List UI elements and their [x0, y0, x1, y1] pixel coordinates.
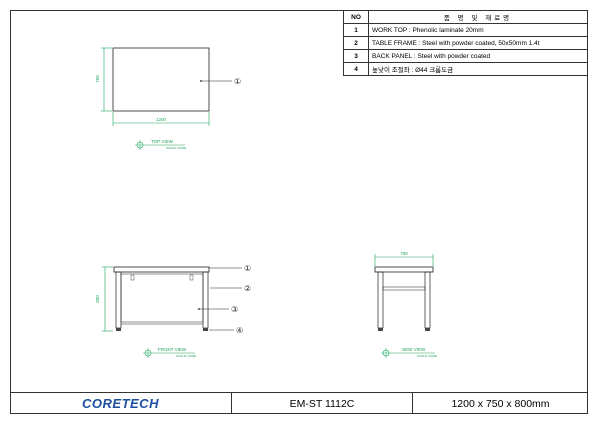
- top-view-depth-label: 750: [95, 75, 100, 83]
- company-logo: CORETECH: [10, 393, 232, 414]
- top-view-sub: SCALE: NONE: [166, 146, 186, 150]
- model-number: EM-ST 1112C: [232, 393, 413, 414]
- front-view-sub: SCALE: NONE: [176, 354, 196, 358]
- front-view-back-panel: [120, 273, 204, 323]
- top-view-leader-dot: [200, 80, 202, 82]
- side-view-sub: SCALE: NONE: [417, 354, 437, 358]
- parts-row: 3 BACK PANEL : Steel with powder coated: [343, 49, 588, 63]
- top-view-title: TOP VIEW: [151, 139, 174, 144]
- front-view-height-dim: [102, 266, 113, 332]
- parts-row: 1 WORK TOP : Phenolic laminate 20mm: [343, 23, 588, 37]
- front-view-callout-2: ②: [244, 284, 251, 293]
- top-view: 750 1200 ① TOP VIEW SCALE: NONE: [95, 47, 241, 150]
- front-view-right-leg: [202, 271, 209, 329]
- side-view: 750 SIDE VIEW SCALE: NONE: [374, 251, 437, 358]
- front-view-right-foot: [203, 328, 208, 331]
- front-view-callout-3: ③: [231, 305, 238, 314]
- side-view-title: SIDE VIEW: [402, 347, 426, 352]
- parts-row-desc: 높낮이 조절좌 : Ø44 크롬도금: [368, 62, 588, 76]
- front-view-height-label: 800: [95, 295, 100, 303]
- overall-dimensions: 1200 x 750 x 800mm: [451, 397, 550, 410]
- side-view-front-leg: [377, 271, 384, 329]
- top-view-outline: [112, 47, 210, 112]
- top-view-width-dim: [112, 112, 210, 126]
- front-view-worktop: [113, 266, 210, 273]
- drawing-frame: [10, 10, 588, 414]
- side-view-back-leg: [424, 271, 431, 329]
- front-view: 800 ① ② ③ ④ FRONT VIEW SCALE: NONE: [95, 264, 251, 358]
- top-view-width-label: 1200: [156, 117, 167, 122]
- top-view-depth-dim: [101, 47, 112, 112]
- parts-row: 2 TABLE FRAME : Steel with powder coated…: [343, 36, 588, 50]
- side-view-depth-dim: [374, 254, 434, 266]
- side-view-worktop: [374, 266, 434, 273]
- side-view-stretcher: [382, 286, 426, 291]
- parts-row: 4 높낮이 조절좌 : Ø44 크롬도금: [343, 62, 588, 76]
- front-view-left-foot: [116, 328, 121, 331]
- front-view-callout-4: ④: [236, 326, 243, 335]
- front-view-title: FRONT VIEW: [158, 347, 187, 352]
- front-view-left-leg: [115, 271, 122, 329]
- parts-table: NO 품 명 및 재료명 1 WORK TOP : Phenolic lamin…: [343, 10, 588, 76]
- top-view-callout: ①: [234, 77, 241, 86]
- title-block: CORETECH EM-ST 1112C 1200 x 750 x 800mm: [10, 392, 588, 414]
- front-view-callout-1: ①: [244, 264, 251, 273]
- side-view-depth-label: 750: [400, 251, 408, 256]
